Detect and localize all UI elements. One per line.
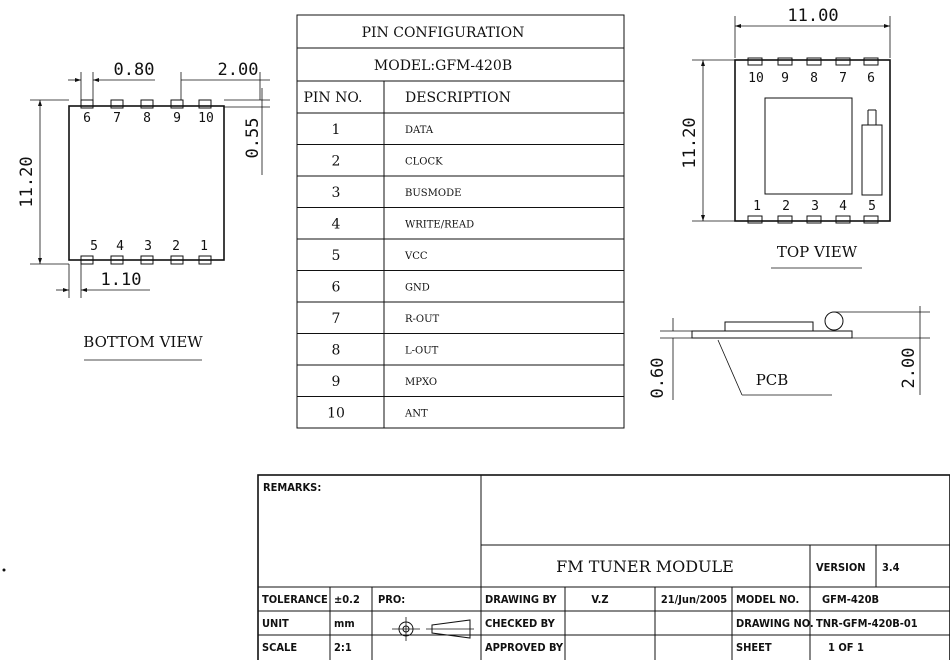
pin-number: 4 (332, 216, 341, 232)
drawing-date: 21/Jun/2005 (661, 593, 727, 606)
pin-number: 3 (332, 185, 341, 201)
dim-side-height: 2.00 (899, 348, 919, 389)
pin-description: CLOCK (405, 156, 443, 167)
side-crystal (824, 311, 844, 331)
scale-value: 2:1 (334, 641, 352, 654)
tv-pin-label: 10 (748, 71, 764, 86)
scale-label: SCALE (262, 641, 297, 654)
bv-pin-label: 2 (172, 239, 180, 254)
tv-pin-label: 8 (810, 71, 818, 86)
description-header: DESCRIPTION (405, 90, 511, 106)
tv-pin-label: 1 (753, 199, 761, 214)
dim-top-height: 11.20 (680, 117, 700, 168)
dim-pad-pitch: 0.80 (114, 60, 155, 80)
bottom-view: 6 7 8 9 10 5 4 3 2 1 0.80 2.00 0.55 11.2… (17, 60, 270, 361)
bv-pin-label: 4 (116, 239, 124, 254)
checked-by-label: CHECKED BY (485, 617, 556, 630)
pin-table-model: MODEL:GFM-420B (374, 58, 512, 74)
drawing-no-label: DRAWING NO. (736, 617, 814, 630)
tv-pin-label: 3 (811, 199, 819, 214)
bv-pin-label: 10 (198, 111, 214, 126)
model-no-value: GFM-420B (822, 593, 879, 606)
pcb-label: PCB (756, 371, 789, 389)
tv-pin-label: 2 (782, 199, 790, 214)
pin-number: 5 (332, 248, 341, 264)
version-label: VERSION (816, 561, 866, 574)
top-view-caption: TOP VIEW (777, 243, 858, 261)
pin-number: 10 (327, 405, 345, 421)
projection-symbol-icon (392, 617, 474, 641)
drawing-by-label: DRAWING BY (485, 593, 557, 606)
pin-table-title: PIN CONFIGURATION (362, 25, 525, 41)
sheet-label: SHEET (736, 641, 772, 654)
remarks-label: REMARKS: (263, 481, 321, 494)
pin-description: BUSMODE (405, 188, 461, 199)
pin-number: 2 (332, 153, 341, 169)
side-chip (724, 321, 814, 332)
dim-pad-height: 0.55 (243, 118, 263, 159)
pin-number: 1 (332, 122, 341, 138)
pin-description: L-OUT (405, 345, 439, 356)
pin-rows: 1 DATA 2 CLOCK 3 BUSMODE 4 WRITE/READ 5 VCC 6 GND 7 R… (297, 122, 624, 421)
crystal-component (861, 124, 883, 196)
pcb-board (691, 330, 853, 339)
pin-description: MPXO (405, 377, 437, 388)
bv-pin-label: 8 (143, 111, 151, 126)
drawing-title: FM TUNER MODULE (556, 557, 734, 576)
dim-top-width: 11.00 (787, 6, 838, 26)
pin-description: WRITE/READ (405, 219, 474, 230)
unit-label: UNIT (262, 617, 289, 630)
unit-value: mm (334, 617, 355, 630)
pin-number: 6 (332, 279, 341, 295)
bv-pin-label: 5 (90, 239, 98, 254)
dim-pcb-thickness: 0.60 (648, 358, 668, 399)
drawing-by-value: V.Z (591, 593, 608, 606)
tv-pin-label: 9 (781, 71, 789, 86)
pin-description: VCC (404, 251, 428, 262)
projection-label: PRO: (378, 593, 405, 606)
dim-bottom-offset: 1.10 (101, 270, 142, 290)
pin-description: GND (405, 282, 430, 293)
pin-configuration-table: PIN CONFIGURATION MODEL:GFM-420B PIN NO.… (296, 14, 625, 429)
top-view: 10 9 8 7 6 1 2 3 4 5 11.00 11.20 TOP VIE… (680, 6, 891, 269)
drawing-no-value: TNR-GFM-420B-01 (816, 617, 918, 630)
tv-pin-label: 6 (867, 71, 875, 86)
pin-no-header: PIN NO. (303, 90, 362, 106)
dim-edge: 2.00 (218, 60, 259, 80)
bv-pin-label: 7 (113, 111, 121, 126)
version-value: 3.4 (882, 561, 900, 574)
model-no-label: MODEL NO. (736, 593, 799, 606)
pin-number: 9 (332, 374, 341, 390)
bv-pin-label: 6 (83, 111, 91, 126)
pin-description: R-OUT (405, 314, 440, 325)
pin-description: ANT (404, 408, 428, 419)
side-view: 2.00 0.60 PCB (648, 306, 930, 400)
tv-pin-label: 4 (839, 199, 847, 214)
bottom-view-caption: BOTTOM VIEW (83, 333, 203, 351)
approved-by-label: APPROVED BY (485, 641, 564, 654)
bv-pin-label: 9 (173, 111, 181, 126)
tolerance-label: TOLERANCE (262, 593, 328, 606)
tv-pin-label: 7 (839, 71, 847, 86)
ic-chip (764, 97, 853, 195)
sheet-value: 1 OF 1 (828, 641, 864, 654)
pin-number: 7 (332, 311, 341, 327)
title-block: REMARKS: FM TUNER MODULE VERSION 3.4 TOL… (257, 474, 950, 660)
pin-number: 8 (332, 342, 341, 358)
dim-body-height: 11.20 (17, 156, 37, 207)
bv-pin-label: 3 (144, 239, 152, 254)
tv-pin-label: 5 (868, 199, 876, 214)
pin-description: DATA (405, 125, 434, 136)
bv-pin-label: 1 (200, 239, 208, 254)
tolerance-value: ±0.2 (334, 593, 360, 606)
